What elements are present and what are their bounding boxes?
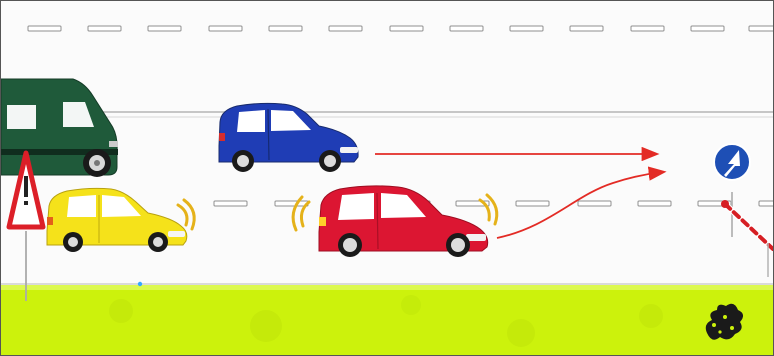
grass-verge [1, 285, 773, 355]
road-marker-dot [138, 282, 142, 286]
